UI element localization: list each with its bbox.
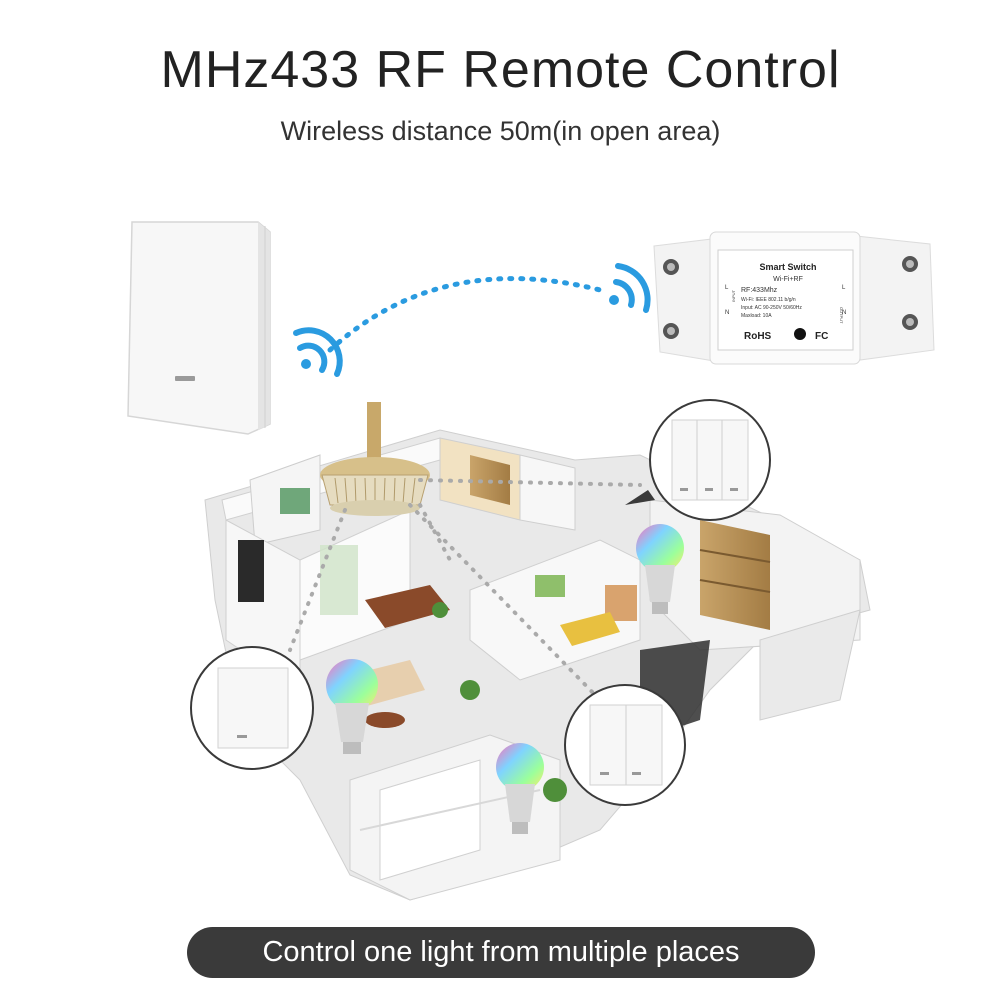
signal-wave-icon [609,263,651,313]
module-maxload: Maxload: 10A [741,313,772,319]
caption-banner: Control one light from multiple places [187,927,815,978]
wall-picture [535,575,565,597]
page-subtitle: Wireless distance 50m(in open area) [280,116,721,146]
plant [432,602,448,618]
terminal-n-right: N [842,310,846,316]
chandelier [320,402,430,516]
window [280,488,310,514]
signal-path [327,276,603,353]
connection-lines [288,478,642,702]
module-rf: RF:433Mhz [741,287,778,294]
module-type: Wi-Fi+RF [773,276,803,283]
smart-bulb-icon [496,743,544,834]
single-switch-inset [190,646,314,770]
smart-bulb-icon [326,659,378,754]
terminal-n-left: N [725,310,729,316]
doorway [238,540,264,602]
signal-wave-icon [293,327,343,377]
double-switch-inset [564,684,686,806]
output-side-label: OUTPUT [839,307,844,324]
fc-logo: FC [815,331,828,342]
plant [460,680,480,700]
rf-wall-switch [127,221,271,435]
house-floorplan [204,429,871,901]
smart-bulb-icon [636,524,684,614]
input-side-label: INPUT [731,289,736,302]
pairing-button [794,328,806,340]
cabinet [700,520,770,630]
switch-indicator-led [175,376,195,381]
triple-switch-inset [625,399,771,521]
terminal-l-right: L [842,285,846,291]
dining-table [365,585,450,628]
bed [560,612,620,646]
module-input: Input: AC 90-250V 50/60Hz [741,305,802,311]
plant [543,778,567,802]
smart-switch-module: Smart Switch Wi-Fi+RF RF:433Mhz Wi-Fi: I… [653,231,935,365]
rohs-logo: RoHS [744,331,772,342]
module-name: Smart Switch [759,262,816,272]
terminal-l-left: L [725,285,729,291]
page-title: MHz433 RF Remote Control [160,41,841,99]
module-wifi: Wi-Fi: IEEE 802.11 b/g/n [741,297,796,303]
